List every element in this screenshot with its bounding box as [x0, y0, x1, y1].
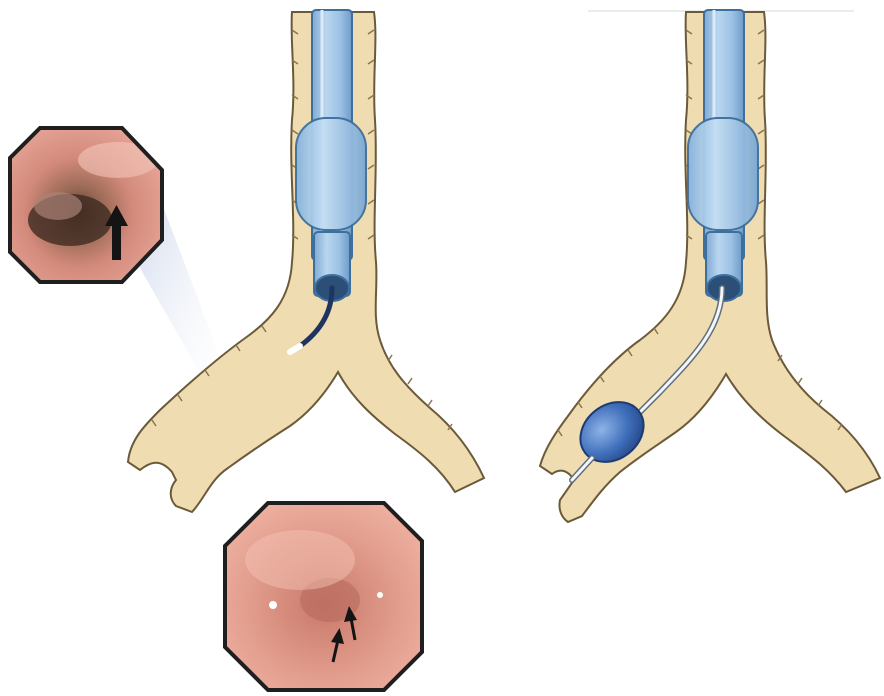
- endoscopic-inset-upper: [10, 128, 162, 282]
- light-reflection: [377, 592, 383, 598]
- light-reflection: [269, 601, 277, 609]
- tube-cuff: [296, 118, 366, 230]
- right-panel: [540, 10, 880, 522]
- endoscopic-inset-bottom: [225, 503, 422, 690]
- tube-cuff-right: [688, 118, 758, 230]
- left-panel: [128, 10, 484, 512]
